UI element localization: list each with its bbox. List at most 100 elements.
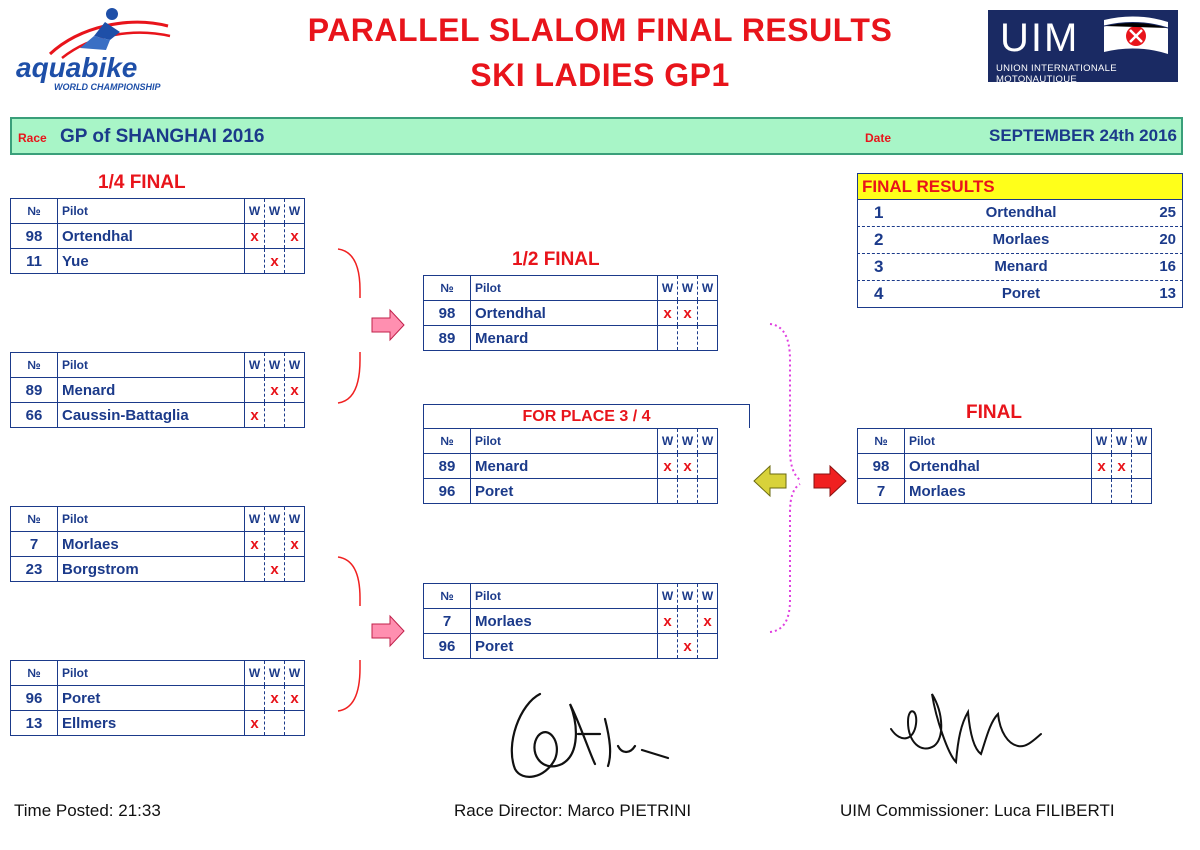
win-mark: x bbox=[250, 406, 259, 424]
pilot-number: 96 bbox=[423, 478, 471, 504]
page-title: PARALLEL SLALOM FINAL RESULTS bbox=[307, 12, 893, 48]
pilot-name: Menard bbox=[470, 325, 658, 351]
win-mark: x bbox=[270, 252, 279, 270]
pilot-name: Caussin-Battaglia bbox=[57, 402, 245, 428]
result-pilot-name: Ortendhal bbox=[985, 204, 1057, 221]
win-mark: x bbox=[250, 714, 259, 732]
win-cell bbox=[697, 478, 718, 504]
pilot-number: 7 bbox=[857, 478, 905, 504]
win-cell bbox=[284, 710, 305, 736]
win-mark: x bbox=[1097, 457, 1106, 475]
win-mark: x bbox=[270, 689, 279, 707]
race-director: Race Director: Marco PIETRINI bbox=[454, 801, 692, 820]
race-director-signature bbox=[510, 692, 670, 778]
column-header-number: № bbox=[423, 428, 471, 454]
race-info-bar: Race GP of SHANGHAI 2016 Date SEPTEMBER … bbox=[10, 117, 1183, 155]
result-pilot-name: Poret bbox=[1001, 285, 1041, 302]
win-cell bbox=[697, 325, 718, 351]
win-mark: x bbox=[683, 304, 692, 322]
win-mark: x bbox=[663, 612, 672, 630]
aquabike-logo-text: aquabike bbox=[16, 52, 138, 83]
win-mark: x bbox=[290, 227, 299, 245]
uim-logo-text: UIM bbox=[1000, 16, 1080, 60]
result-points: 16 bbox=[1159, 258, 1176, 275]
column-header-number: № bbox=[10, 506, 58, 532]
pilot-number: 89 bbox=[423, 325, 471, 351]
uim-logo: UIM UNION INTERNATIONALE MOTONAUTIQUE bbox=[988, 10, 1178, 85]
column-header-pilot: Pilot bbox=[57, 198, 245, 224]
uim-commissioner: UIM Commissioner: Luca FILIBERTI bbox=[840, 801, 1115, 820]
pilot-name: Ellmers bbox=[57, 710, 245, 736]
flag-icon bbox=[1103, 16, 1169, 55]
win-mark: x bbox=[1117, 457, 1126, 475]
arrow-right-icon bbox=[371, 308, 405, 342]
pilot-number: 11 bbox=[10, 248, 58, 274]
pilot-name: Poret bbox=[57, 685, 245, 711]
aquabike-logo-tagline: WORLD CHAMPIONSHIP bbox=[54, 82, 161, 92]
win-mark: x bbox=[270, 381, 279, 399]
win-mark: x bbox=[290, 381, 299, 399]
race-date: SEPTEMBER 24th 2016 bbox=[988, 126, 1177, 145]
arrow-right-icon bbox=[813, 464, 847, 498]
win-cell: x bbox=[697, 608, 718, 634]
result-position: 2 bbox=[874, 230, 884, 249]
pilot-number: 98 bbox=[10, 223, 58, 249]
column-header-win: W bbox=[697, 275, 718, 301]
semi-final-title: 1/2 FINAL bbox=[512, 249, 600, 270]
semi-dotted-bracket bbox=[769, 323, 801, 633]
win-mark: x bbox=[290, 689, 299, 707]
pilot-number: 89 bbox=[423, 453, 471, 479]
win-cell bbox=[284, 402, 305, 428]
pilot-number: 13 bbox=[10, 710, 58, 736]
win-cell bbox=[284, 248, 305, 274]
pilot-name: Ortendhal bbox=[904, 453, 1092, 479]
result-position: 4 bbox=[874, 284, 884, 303]
place-3-4-title: FOR PLACE 3 / 4 bbox=[423, 404, 750, 428]
pilot-name: Borgstrom bbox=[57, 556, 245, 582]
result-pilot-name: Morlaes bbox=[992, 231, 1050, 248]
race-label: Race bbox=[18, 131, 47, 145]
page-subtitle: SKI LADIES GP1 bbox=[470, 57, 730, 93]
pilot-number: 7 bbox=[10, 531, 58, 557]
arrow-left-icon bbox=[753, 464, 787, 498]
column-header-pilot: Pilot bbox=[57, 660, 245, 686]
race-name: GP of SHANGHAI 2016 bbox=[60, 126, 265, 147]
column-header-number: № bbox=[10, 198, 58, 224]
win-mark: x bbox=[250, 535, 259, 553]
commissioner-signature bbox=[890, 693, 1042, 765]
result-pilot-name: Menard bbox=[994, 258, 1048, 275]
pilot-number: 66 bbox=[10, 402, 58, 428]
win-mark: x bbox=[663, 457, 672, 475]
aquabike-logo bbox=[10, 6, 175, 98]
win-mark: x bbox=[270, 560, 279, 578]
result-points: 13 bbox=[1159, 285, 1176, 302]
result-position: 1 bbox=[874, 203, 884, 222]
final-results-title: FINAL RESULTS bbox=[857, 173, 1183, 200]
final-result-row: Poret 4 13 bbox=[857, 281, 1183, 308]
column-header-win: W bbox=[1131, 428, 1152, 454]
pilot-name: Poret bbox=[470, 478, 658, 504]
win-cell bbox=[697, 633, 718, 659]
win-mark: x bbox=[290, 535, 299, 553]
pilot-name: Poret bbox=[470, 633, 658, 659]
win-cell bbox=[1131, 478, 1152, 504]
column-header-pilot: Pilot bbox=[470, 428, 658, 454]
